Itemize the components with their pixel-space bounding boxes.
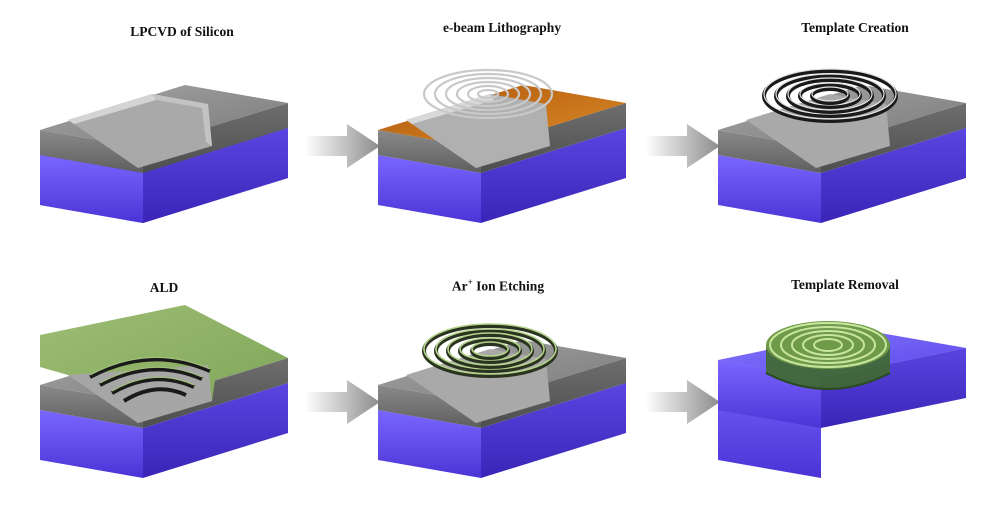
block-ald [40,305,288,478]
block-removal [718,321,966,478]
step-title-removal: Template Removal [791,277,899,292]
step-title-etch: Ar+ Ion Etching [388,277,608,295]
block-ebeam [378,68,626,223]
arrow-right-icon [645,124,720,168]
step-title-ald: ALD [149,280,179,295]
arrow-right-icon [645,380,720,424]
step-title-etch-charge: + [467,277,473,287]
spiral-green-pattern [422,323,558,378]
step-title-template: Template Creation [801,20,909,35]
spiral-pattern [422,68,554,120]
block-lpcvd [40,85,288,223]
arrow-right-icon [305,380,380,424]
step-title-etch-ion: Ar [451,278,468,294]
step-title-etch-rest: Ion Etching [472,278,545,294]
spiral-trench [762,68,898,123]
step-title-lpcvd: LPCVD of Silicon [130,24,234,39]
spiral-trench [89,356,211,403]
arrow-right-icon [305,124,380,168]
step-title-ebeam: e-beam Lithography [442,20,562,35]
block-template [718,68,966,223]
block-etch [378,323,626,478]
spiral-pillar [765,321,891,390]
